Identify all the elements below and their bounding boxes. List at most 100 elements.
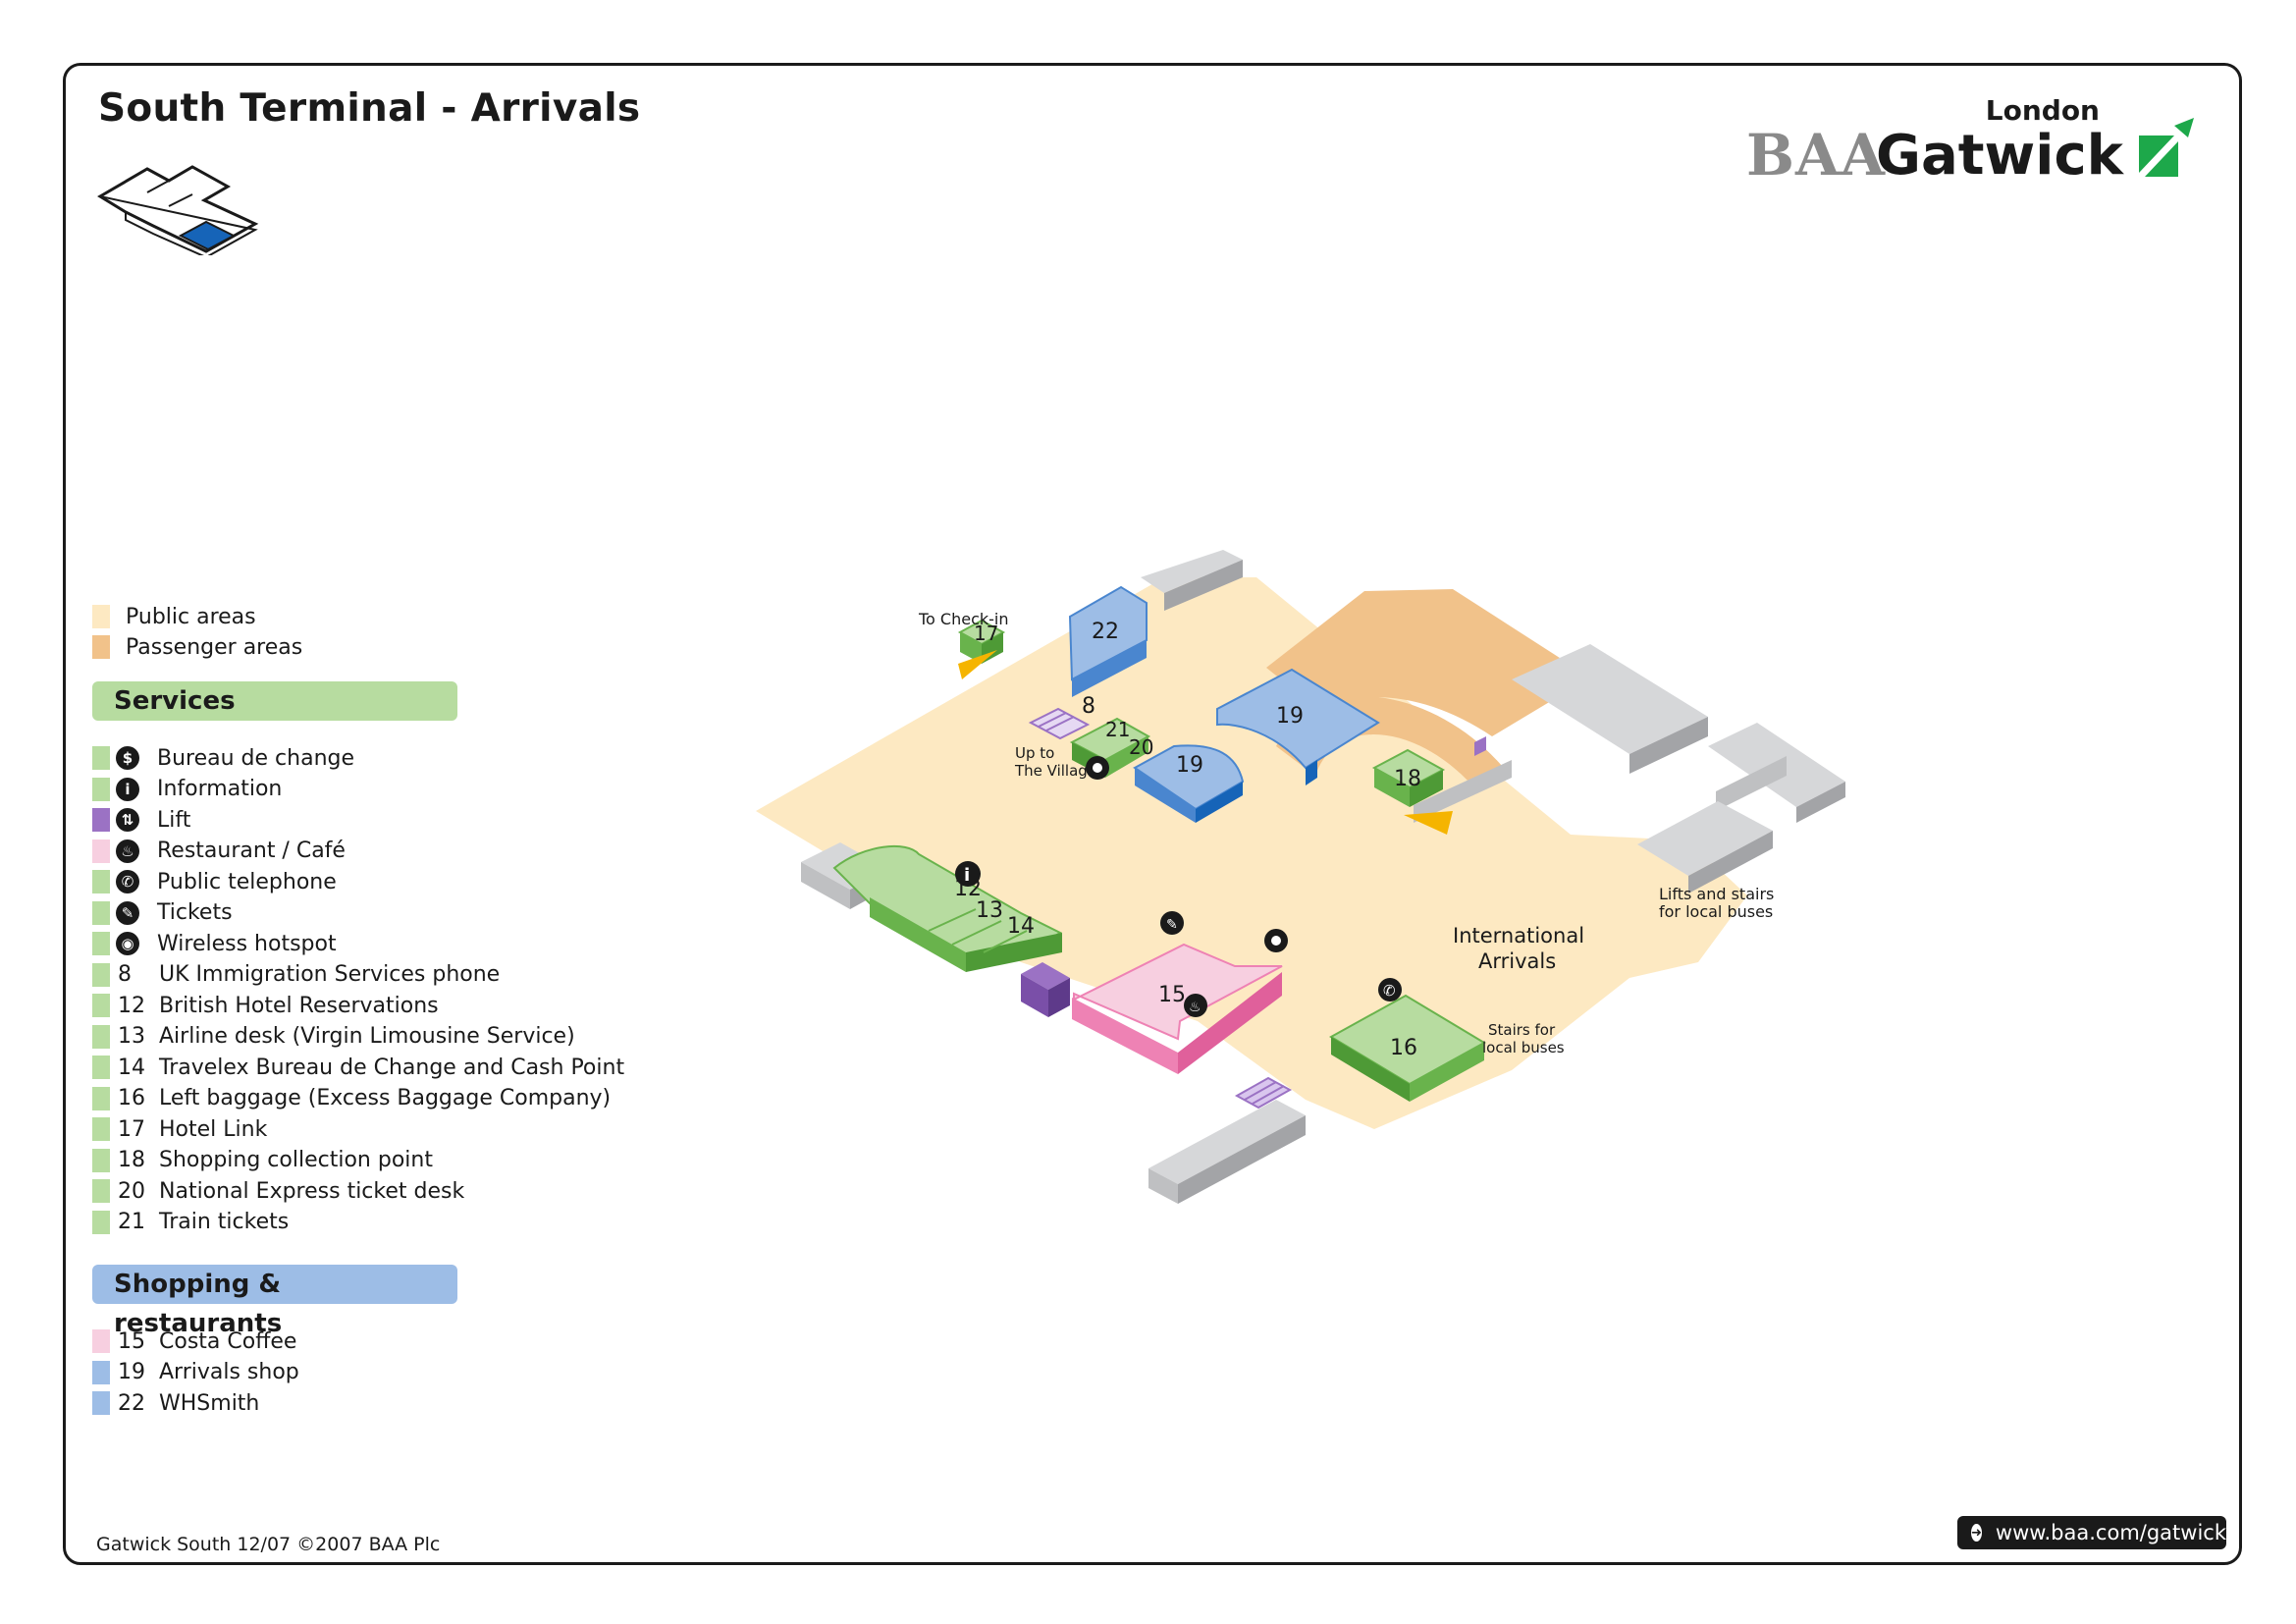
shop-number: 22 — [118, 1390, 145, 1416]
service-label: Information — [157, 777, 283, 801]
information-icon[interactable]: i — [955, 861, 981, 887]
passenger-areas-swatch — [92, 635, 110, 659]
service-label: National Express ticket desk — [159, 1178, 465, 1204]
service-label: Airline desk (Virgin Limousine Service) — [159, 1024, 575, 1049]
unit-15[interactable]: 15 — [1072, 943, 1283, 1074]
shop-item: 22 WHSmith — [92, 1389, 259, 1417]
logo-brand: Gatwick — [1876, 124, 2123, 188]
to-checkin-label: To Check-in — [918, 610, 1009, 628]
unit-20-label: 20 — [1129, 735, 1153, 759]
service-swatch — [92, 808, 110, 832]
stairs-local-buses[interactable] — [1234, 1076, 1293, 1110]
footer-credit: Gatwick South 12/07 ©2007 BAA Plc — [96, 1534, 441, 1555]
service-label: British Hotel Reservations — [159, 993, 439, 1018]
website-url[interactable]: www.baa.com/gatwick — [1995, 1521, 2226, 1544]
stairs-buses-label: Stairs for — [1488, 1021, 1556, 1039]
service-number: 20 — [118, 1178, 145, 1204]
shop-swatch — [92, 1329, 110, 1353]
logo-city: London — [1985, 94, 2100, 127]
service-swatch — [92, 870, 110, 893]
unit-17-label: 17 — [974, 622, 998, 645]
unit-13-label: 13 — [976, 898, 1003, 923]
tickets-icon[interactable]: ✎ — [1160, 911, 1184, 935]
public-area-floor — [756, 577, 1747, 1129]
wireless-hotspot-icon[interactable] — [1264, 929, 1288, 952]
service-item: ✎Tickets — [92, 899, 233, 927]
service-swatch — [92, 777, 110, 801]
service-label: Shopping collection point — [159, 1148, 433, 1172]
restaurant-icon[interactable]: ♨ — [1184, 994, 1207, 1017]
shop-swatch — [92, 1360, 110, 1384]
shop-label: WHSmith — [159, 1390, 260, 1416]
service-number: 8 — [118, 962, 132, 987]
service-item: ◉Wireless hotspot — [92, 930, 337, 957]
website-link[interactable]: ➜ www.baa.com/gatwick — [1957, 1516, 2226, 1549]
unit-19-lower[interactable]: 19 — [1133, 744, 1245, 823]
service-swatch — [92, 1179, 110, 1203]
service-swatch — [92, 1056, 110, 1079]
page-title: South Terminal - Arrivals — [98, 86, 641, 131]
service-label: Restaurant / Café — [157, 839, 346, 863]
unit-14-label: 14 — [1007, 914, 1035, 939]
public-areas-swatch — [92, 605, 110, 628]
service-swatch — [92, 1024, 110, 1049]
shop-swatch — [92, 1391, 110, 1415]
service-item: ✆ Public telephone — [92, 868, 337, 895]
unit-16[interactable]: 16 — [1328, 994, 1487, 1102]
unit-19-upper[interactable]: 19 — [1216, 668, 1380, 785]
service-swatch — [92, 1086, 110, 1110]
svg-text:♨: ♨ — [1189, 1000, 1201, 1015]
stairs-buses-label-2: local buses — [1482, 1039, 1565, 1056]
gatwick-arrow-icon — [2139, 118, 2194, 177]
service-item: 21 Train tickets — [92, 1209, 289, 1236]
telephone-icon: ✆ — [116, 870, 139, 893]
shop-number: 19 — [118, 1360, 145, 1384]
shop-number: 15 — [118, 1328, 145, 1354]
svg-text:✆: ✆ — [1383, 982, 1396, 1000]
service-swatch — [92, 1148, 110, 1172]
unit-18[interactable]: 18 — [1371, 748, 1446, 807]
unit-19-lower-label: 19 — [1176, 753, 1203, 778]
map-canvas: 17 22 19 19 8 21 20 — [756, 550, 1845, 1204]
unit-22-label: 22 — [1092, 620, 1119, 644]
tickets-icon: ✎ — [116, 900, 139, 925]
service-swatch — [92, 1117, 110, 1141]
units-12-13-14[interactable]: 12 13 14 — [832, 844, 1063, 972]
lift-block[interactable] — [1021, 962, 1070, 1017]
stairs-up-to-village[interactable] — [1028, 707, 1091, 740]
up-to-village-label-2: The Village — [1014, 762, 1096, 780]
service-swatch — [92, 839, 110, 863]
building-structure-right — [1414, 644, 1845, 823]
service-number: 21 — [118, 1210, 145, 1234]
passenger-area — [1266, 589, 1590, 736]
telephone-icon[interactable]: ✆ — [1378, 978, 1402, 1001]
svg-text:i: i — [964, 865, 970, 886]
bureau-de-change-icon: $ — [116, 746, 139, 770]
service-number: 17 — [118, 1116, 145, 1142]
service-label: Lift — [157, 807, 191, 833]
service-label: Public telephone — [157, 869, 337, 894]
service-swatch — [92, 1210, 110, 1234]
lifts-stairs-label: Lifts and stairs — [1659, 885, 1774, 903]
service-swatch — [92, 900, 110, 925]
shop-item: 19 Arrivals shop — [92, 1359, 299, 1386]
unit-22[interactable]: 22 — [1068, 585, 1148, 697]
wireless-hotspot-icon[interactable] — [1086, 756, 1109, 780]
restaurant-icon: ♨ — [116, 839, 139, 863]
to-checkin-arrow-icon — [958, 650, 997, 679]
service-item: ♨ Restaurant / Café — [92, 838, 346, 865]
international-arrivals-label-2: Arrivals — [1478, 949, 1556, 973]
shop-label: Arrivals shop — [159, 1360, 299, 1384]
arrow-right-icon: ➜ — [1971, 1524, 1982, 1542]
service-item: ⇅Lift — [92, 806, 190, 834]
unit-15-label: 15 — [1158, 983, 1186, 1007]
service-swatch — [92, 932, 110, 955]
service-label: Train tickets — [159, 1210, 290, 1234]
